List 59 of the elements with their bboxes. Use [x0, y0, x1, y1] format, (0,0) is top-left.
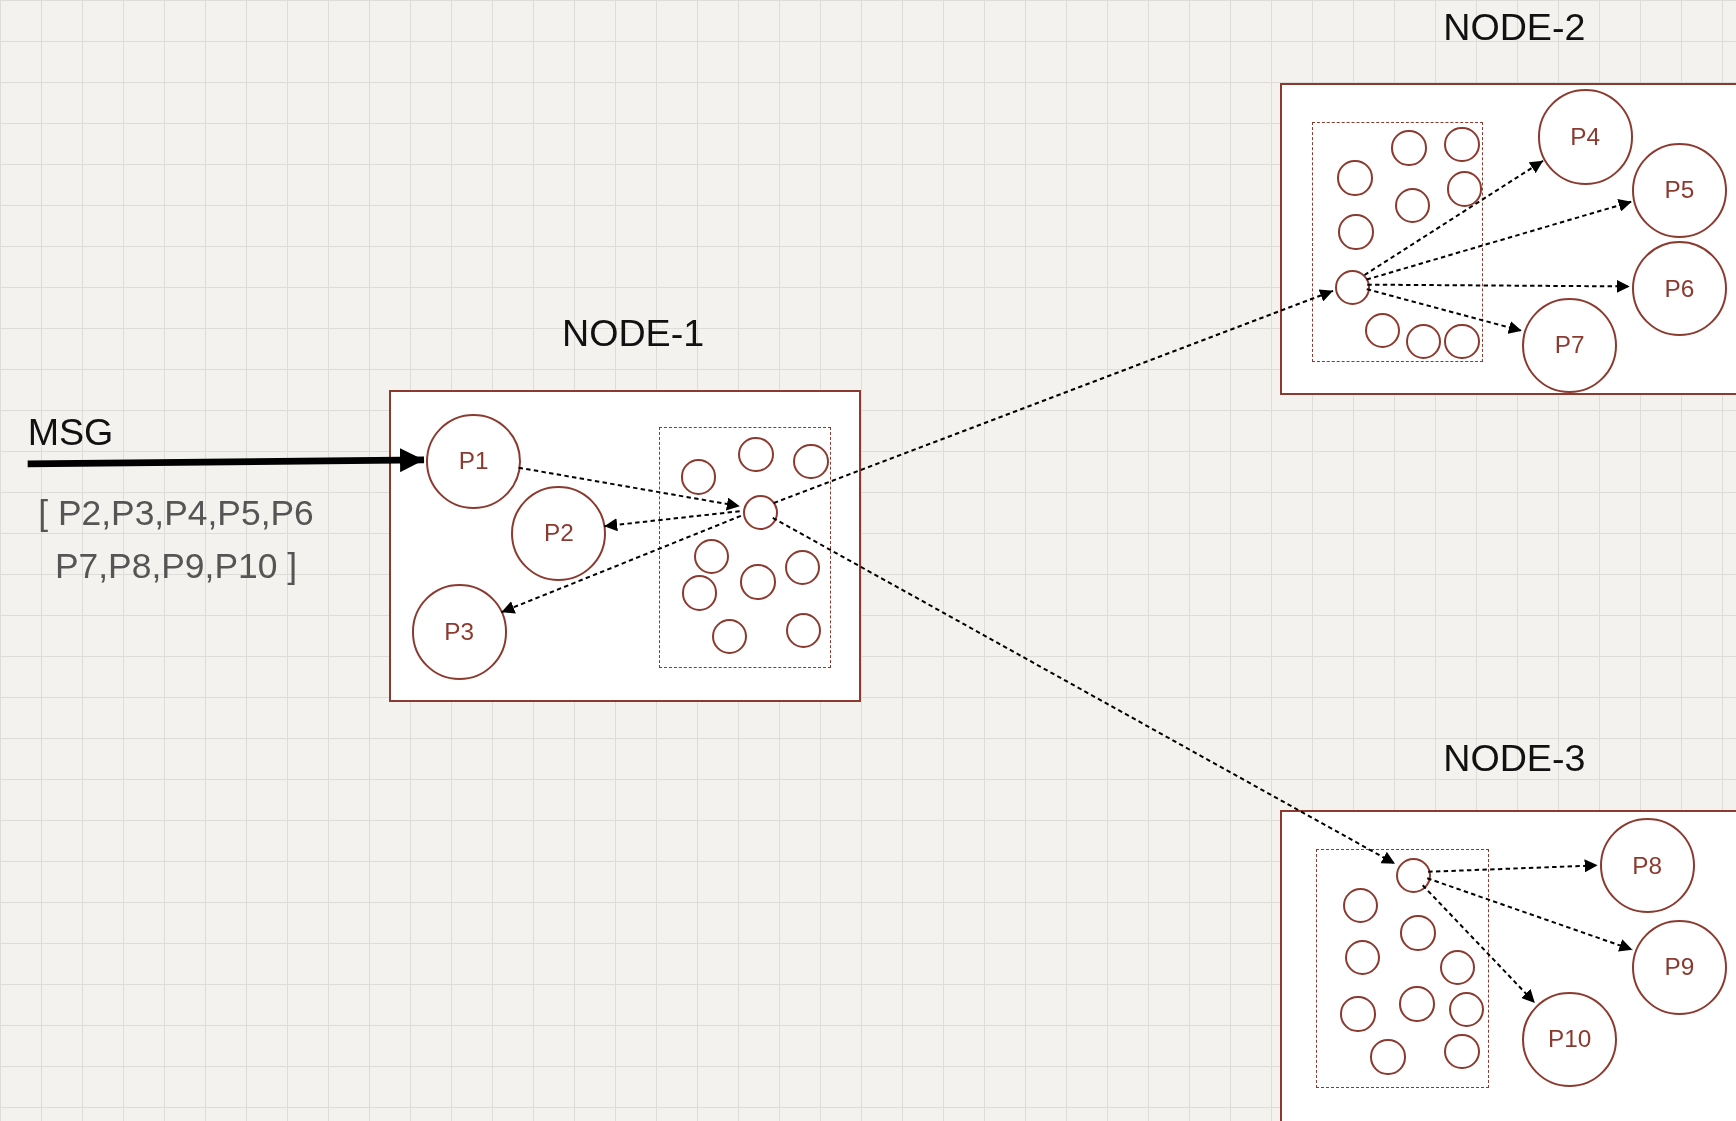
small-circle: [1448, 991, 1485, 1028]
process-label: P8: [1632, 851, 1663, 880]
small-circle: [1444, 324, 1480, 360]
small-circle: [740, 564, 776, 600]
small-circle: [1337, 160, 1373, 196]
arrow: [1421, 884, 1536, 1004]
process-circle: [511, 485, 607, 581]
small-circle: [1334, 269, 1371, 306]
small-circle: [1444, 1033, 1480, 1070]
arrow: [1365, 288, 1523, 334]
small-circle: [1344, 939, 1381, 976]
small-circle: [680, 459, 716, 495]
node-title: NODE-1: [561, 312, 705, 355]
small-circle: [1395, 857, 1432, 894]
node-title: NODE-2: [1443, 6, 1586, 50]
small-circle: [785, 613, 822, 649]
arrow: [1365, 199, 1633, 281]
small-circle: [1391, 130, 1427, 166]
node-title: NODE-3: [1443, 737, 1586, 781]
process-label: P4: [1570, 123, 1601, 152]
small-circle: [1405, 324, 1442, 360]
arrow: [1366, 279, 1631, 293]
small-circle: [1400, 915, 1436, 951]
arrow: [772, 289, 1335, 504]
process-label: P3: [444, 617, 475, 646]
small-circle: [1364, 313, 1401, 349]
small-circle: [742, 494, 778, 530]
process-label: P9: [1664, 953, 1695, 982]
small-circle: [793, 443, 829, 480]
small-circle: [711, 618, 747, 654]
small-circle: [1342, 887, 1379, 923]
dashed-container-box: [658, 427, 832, 669]
arrow: [771, 516, 1396, 865]
small-circle: [1340, 996, 1376, 1032]
arrow: [500, 514, 742, 614]
small-circle: [1399, 986, 1435, 1022]
small-circle: [1370, 1039, 1406, 1075]
small-circle: [681, 575, 718, 611]
process-label: P5: [1664, 176, 1695, 205]
payload-list: [ P2,P3,P4,P5,P6 P7,P8,P9,P10 ]: [15, 487, 337, 594]
process-label: P1: [458, 447, 489, 476]
small-circle: [1446, 171, 1483, 207]
process-label: P10: [1548, 1025, 1592, 1054]
message-label: MSG: [27, 410, 115, 456]
small-circle: [1440, 949, 1476, 985]
small-circle: [1394, 187, 1431, 224]
small-circle: [1338, 214, 1374, 250]
arrow: [1426, 877, 1634, 952]
small-circle: [693, 538, 730, 575]
arrow: [1363, 159, 1545, 276]
small-circle: [738, 436, 774, 473]
process-label: P7: [1554, 331, 1585, 360]
small-circle: [1444, 127, 1480, 163]
process-label: P6: [1664, 274, 1695, 303]
arrow: [27, 448, 425, 473]
process-label: P2: [543, 519, 574, 548]
small-circle: [784, 549, 821, 586]
dashed-container-box: [1316, 848, 1489, 1089]
dashed-container-box: [1311, 121, 1484, 362]
